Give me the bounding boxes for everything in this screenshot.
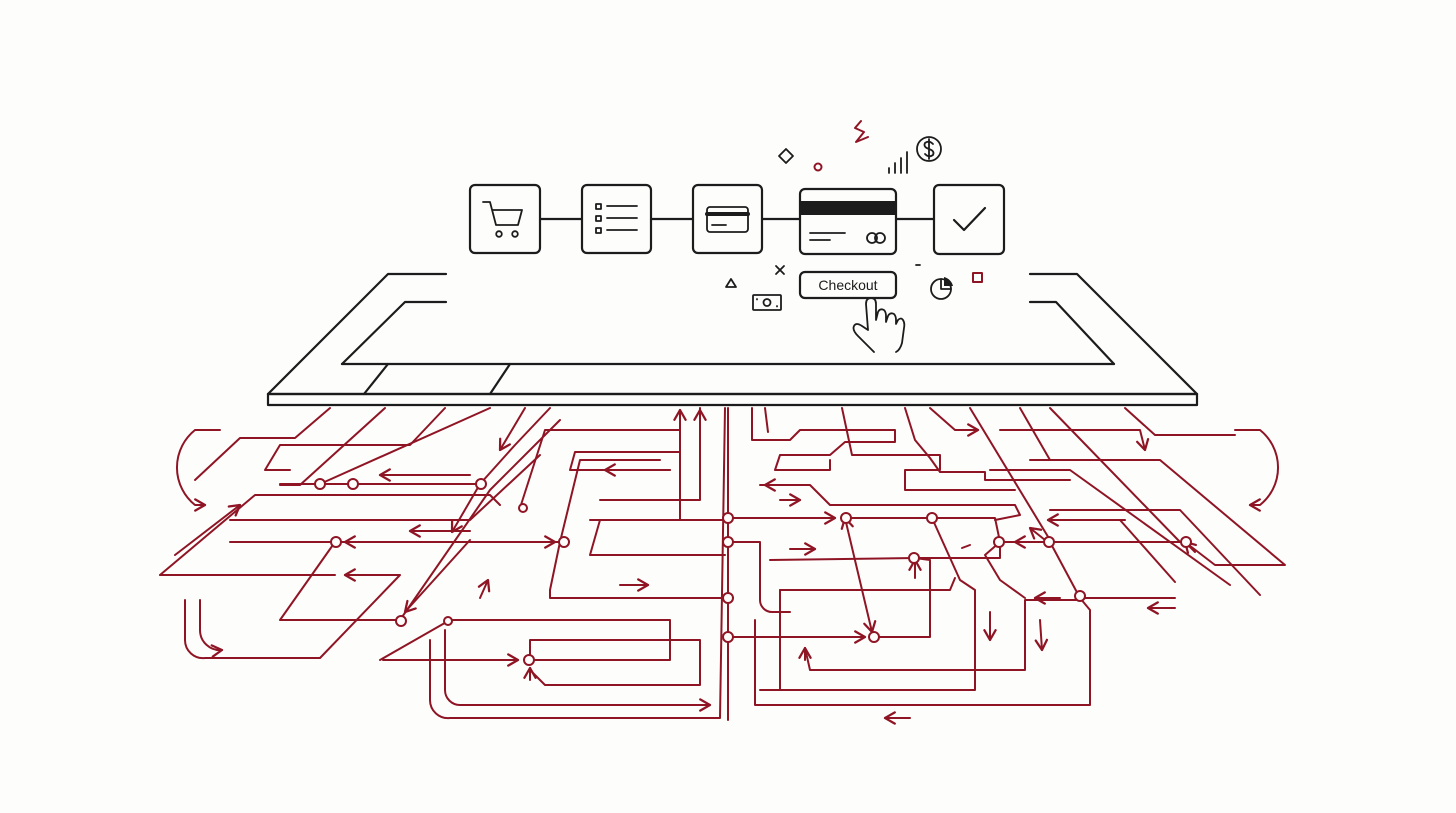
diamond-icon <box>778 148 794 164</box>
pie-chart-icon <box>930 277 953 300</box>
triangle-icon <box>725 278 737 288</box>
step-cart[interactable] <box>468 183 542 255</box>
platform-tray <box>266 272 1199 407</box>
pointer-hand-icon <box>852 297 906 353</box>
checkout-button[interactable]: Checkout <box>798 270 898 300</box>
step-list[interactable] <box>580 183 653 255</box>
shopping-cart-icon <box>482 201 523 238</box>
checklist-icon <box>595 203 638 234</box>
route-network <box>159 407 1286 725</box>
network-lines <box>159 407 1286 725</box>
circle-dot-icon <box>813 162 823 172</box>
square-icon <box>972 272 983 283</box>
dollar-coin-icon <box>916 136 942 162</box>
checkmark-icon <box>952 206 987 232</box>
step-payment[interactable] <box>798 187 898 256</box>
cross-icon <box>775 265 785 275</box>
network-nodes <box>314 478 1192 666</box>
checkout-flow: Checkout <box>468 183 1006 353</box>
bar-chart-icon <box>888 151 908 174</box>
credit-card-icon <box>705 206 750 233</box>
banknote-icon <box>752 294 782 311</box>
checkout-button-label: Checkout <box>818 277 877 293</box>
step-card[interactable] <box>691 183 764 255</box>
decorative-icons <box>725 120 983 311</box>
zigzag-icon <box>854 120 869 143</box>
payment-card-icon <box>801 201 895 244</box>
step-done[interactable] <box>932 183 1006 256</box>
